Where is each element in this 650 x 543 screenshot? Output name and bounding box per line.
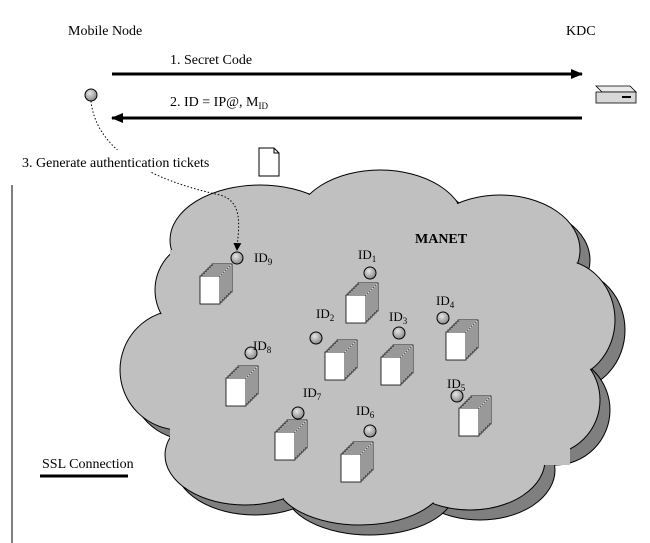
node-icon	[230, 251, 244, 265]
node-label: ID5	[447, 376, 466, 393]
node-icon	[363, 266, 377, 280]
node-label: ID4	[436, 293, 455, 310]
mobile-node-icon	[84, 88, 98, 102]
node-id6: ID6	[340, 403, 377, 483]
step3-label-bg	[20, 150, 252, 172]
node-id8: ID8	[225, 338, 272, 407]
mobile-node-label: Mobile Node	[68, 24, 142, 39]
ticket-distribution-path	[90, 100, 242, 251]
node-label: ID8	[253, 338, 272, 355]
node-label: ID3	[389, 309, 408, 326]
node-icon	[244, 346, 258, 360]
step3-label: 3. Generate authentication tickets	[22, 156, 209, 171]
node-id4: ID4	[436, 293, 479, 361]
node-label: ID6	[356, 403, 375, 420]
node-label: ID7	[303, 385, 322, 402]
ticket-document-icon	[258, 147, 280, 177]
kdc-label: KDC	[566, 24, 596, 39]
step1-label: 1. Secret Code	[170, 53, 252, 68]
manet-label: MANET	[415, 232, 468, 247]
node-icon	[363, 424, 377, 438]
step2-label: 2. ID = IP@, MID	[170, 95, 268, 111]
step2-label-sub: ID	[258, 101, 268, 111]
step2-label-main: 2. ID = IP@, M	[170, 95, 259, 110]
node-id5: ID5	[447, 376, 492, 437]
node-id1: ID1	[345, 247, 379, 324]
node-id3: ID3	[380, 309, 414, 386]
node-icon	[309, 331, 323, 345]
node-id7: ID7	[274, 385, 322, 461]
node-icon	[392, 326, 406, 340]
node-label: ID1	[358, 247, 376, 264]
node-id9: ID9	[199, 250, 273, 305]
node-label: ID9	[254, 250, 273, 267]
node-label: ID2	[316, 306, 334, 323]
node-id2: ID2	[309, 306, 358, 381]
ssl-legend-label: SSL Connection	[42, 457, 134, 472]
node-icon	[291, 406, 305, 420]
node-icon	[450, 389, 464, 403]
kdc-server-icon	[595, 85, 637, 104]
node-icon	[436, 311, 450, 325]
